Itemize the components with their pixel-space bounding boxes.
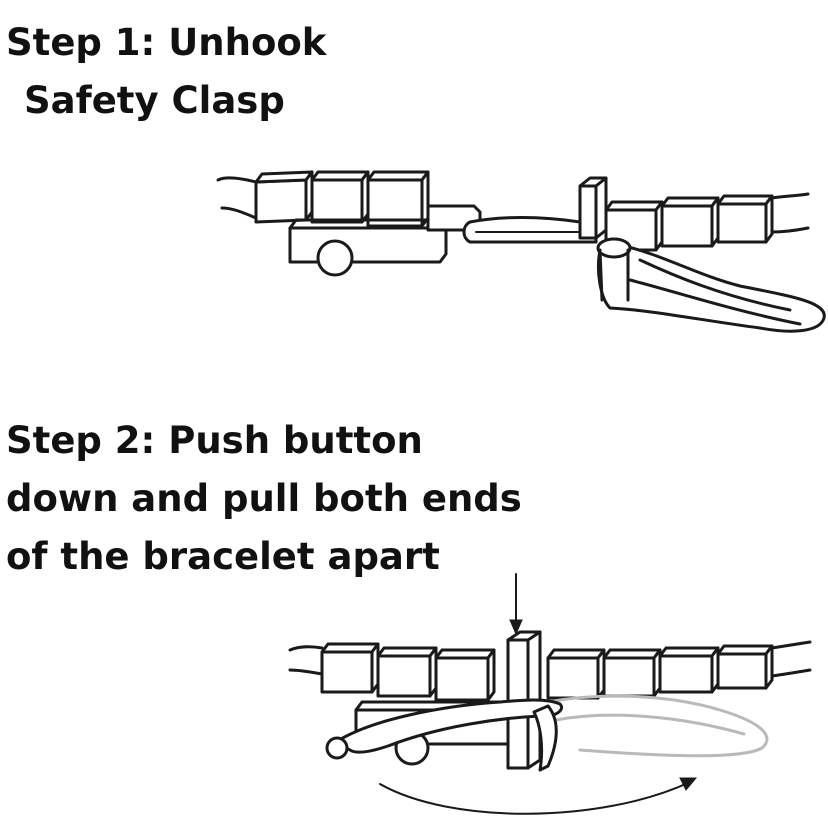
bracelet-right-band [546, 640, 812, 700]
clasp-blade [462, 216, 598, 244]
pull-apart-arrow-icon [379, 777, 698, 815]
step-2-title-line-2: down and pull both ends [6, 477, 522, 520]
step-2-title: Step 2: Push button down and pull both e… [6, 412, 522, 586]
clasp-previous-position [546, 694, 769, 758]
push-button [578, 176, 608, 240]
step-1-title: Step 1: Unhook Safety Clasp [6, 14, 326, 130]
bracelet-right-band [604, 192, 810, 252]
bracelet-left-band [288, 642, 496, 702]
step-1-illustration [216, 170, 826, 333]
clasp-hinge-pin [316, 239, 354, 277]
step-1-title-line-1: Step 1: Unhook [6, 21, 327, 64]
step-2-illustration [288, 573, 812, 815]
step-2-title-line-3: of the bracelet apart [6, 535, 440, 578]
clasp-lever-pulled [325, 698, 563, 772]
safety-clasp-open [596, 237, 826, 333]
bracelet-left-band [216, 170, 430, 228]
step-1-title-line-2: Safety Clasp [24, 79, 285, 122]
step-2-title-line-1: Step 2: Push button [6, 419, 423, 462]
push-down-arrow-icon [509, 573, 523, 636]
